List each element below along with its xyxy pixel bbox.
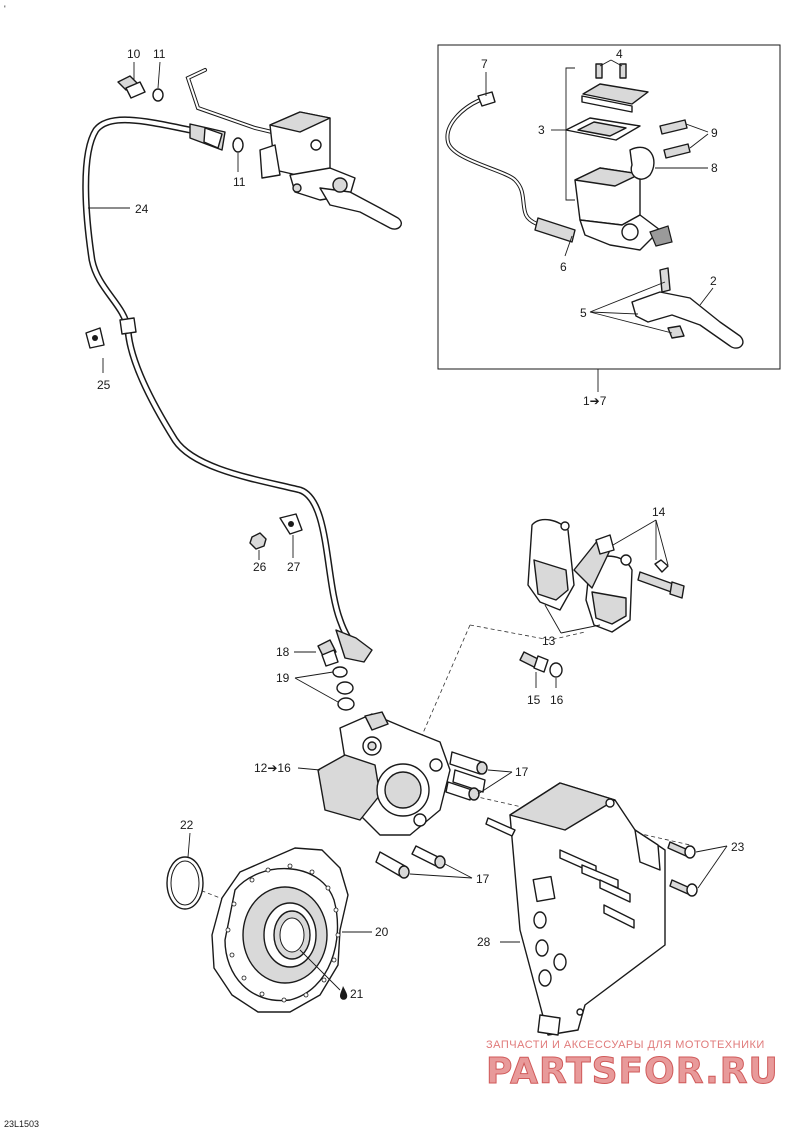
brake-disc [211,847,349,1013]
caliper-banjo-bolt [317,639,339,667]
label-24: 24 [135,202,149,216]
nut-26 [249,532,267,550]
label-22: 22 [180,818,194,832]
reservoir-cover [582,83,649,105]
kit-master-cylinder [574,167,673,251]
handlebar-clamp [629,146,655,180]
oil-drop-icon [340,986,348,1000]
label-3: 3 [538,123,545,137]
label-16: 16 [550,693,564,707]
caliper-guard [485,782,666,1036]
crush-washer-1 [332,666,348,678]
label-15: 15 [527,693,541,707]
label-25: 25 [97,378,111,392]
label-4: 4 [616,47,623,61]
label-11-top: 11 [153,47,166,61]
label-17-upper: 17 [515,765,529,779]
banjo-bolt [117,75,146,99]
brake-light-switch-wire [445,91,576,243]
label-6: 6 [560,260,567,274]
label-23: 23 [731,840,745,854]
master-cylinder-kit-frame [437,44,781,370]
washer-top [152,88,164,102]
watermark-subtitle: ЗАПЧАСТИ И АКСЕССУАРЫ ДЛЯ МОТОТЕХНИКИ [486,1039,765,1051]
diagram-code: 23L1503 [4,1119,39,1129]
corner-mark: ' [4,4,6,14]
label-kit-12-16: 12➔16 [254,761,291,775]
label-27: 27 [287,560,301,574]
bleeder-screw [519,651,549,673]
crush-washer-3 [337,697,355,711]
guard-screws [667,841,698,897]
label-18: 18 [276,645,290,659]
clamp-bolts [659,119,691,159]
crush-washer-2 [336,681,354,695]
bleeder-cap [549,662,563,678]
label-7: 7 [481,57,488,71]
reservoir-cover-screws [595,63,627,79]
label-20: 20 [375,925,389,939]
label-8: 8 [711,161,718,175]
master-cylinder-assembly [259,111,402,230]
label-11-lower: 11 [233,175,246,189]
label-9: 9 [711,126,718,140]
watermark-brand: PARTSFOR.RU [486,1051,779,1092]
label-14: 14 [652,505,666,519]
brake-hose [82,116,373,663]
label-19: 19 [276,671,290,685]
kit-brake-lever [631,267,744,349]
label-28: 28 [477,935,491,949]
label-kit-1-7: 1➔7 [583,394,607,408]
label-17-lower: 17 [476,872,490,886]
label-21: 21 [350,987,364,1001]
brake-caliper [317,711,451,836]
label-13: 13 [542,634,556,648]
label-2: 2 [710,274,717,288]
label-5: 5 [580,306,587,320]
o-ring [166,856,204,910]
washer-lower [232,137,244,153]
caliper-bolts-upper [445,751,488,801]
label-26: 26 [253,560,267,574]
pad-clip [654,559,669,573]
label-10: 10 [127,47,141,61]
caliper-bolts-lower [375,845,446,879]
brake-pads [527,518,633,633]
pad-pin [637,571,685,599]
